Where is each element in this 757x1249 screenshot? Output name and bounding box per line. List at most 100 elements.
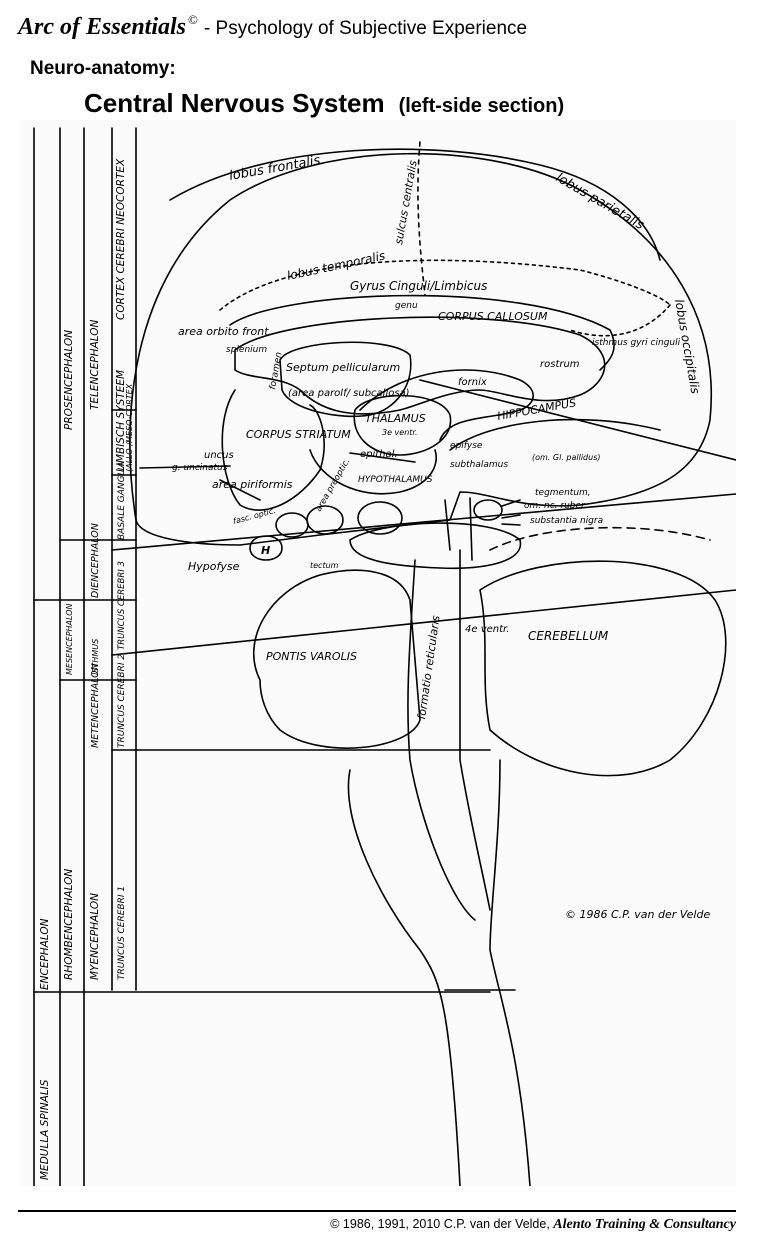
sulcus-line [417, 141, 426, 296]
arrow-nigra [501, 523, 521, 526]
footer-rule [18, 1210, 736, 1212]
diag-line-2 [111, 589, 736, 656]
col-rhombencephalon: RHOMBENCEPHALON [63, 869, 75, 980]
stem-thread-2 [469, 497, 473, 561]
cns-diagram: PROSENCEPHALON TELENCEPHALON CORTEX CERE… [33, 127, 736, 1186]
diag-line-1 [111, 493, 736, 551]
label-fornix: fornix [458, 377, 487, 388]
label-fasc-optic: fasc. optic. [232, 506, 276, 526]
label-area-parolf: (area parolf/ subcallosa) [288, 388, 410, 399]
col-truncus-3: TRUNCUS CEREBRI 3 [117, 561, 127, 650]
label-gyrus: Gyrus Cinguli/Limbicus [350, 279, 487, 293]
fornix-curve [359, 369, 534, 441]
section-label: Neuro-anatomy: [30, 58, 176, 79]
title-note: (left-side section) [398, 95, 565, 117]
col-myencephalon: MYENCEPHALON [89, 893, 101, 980]
stem-left-inner [407, 559, 476, 921]
col-basale: BASALE GANGLIA [117, 462, 127, 540]
label-cerebellum: CEREBELLUM [528, 629, 609, 643]
title-main: Central Nervous System [84, 88, 385, 118]
thalamus-shape [353, 394, 452, 456]
col-truncus-1: TRUNCUS CEREBRI 1 [117, 886, 127, 980]
hypofyse-shape [249, 535, 283, 561]
septum-shape [279, 341, 412, 418]
diagram-background [20, 120, 736, 1186]
striatum-shape [221, 389, 325, 511]
label-nc-ruber: om. nc. ruber. [524, 501, 587, 511]
label-genu: genu [395, 301, 418, 311]
label-uncus: uncus [204, 450, 234, 461]
label-pontis: PONTIS VAROLIS [266, 650, 357, 663]
gyrus-arc [229, 294, 615, 371]
brand-title: Arc of Essentials© - Psychology of Subjec… [18, 12, 528, 41]
occipital-dash [569, 304, 671, 337]
loop-2 [306, 505, 344, 535]
label-thalamus: THALAMUS [365, 412, 426, 425]
label-lobus-temporalis: lobus temporalis [286, 248, 387, 282]
label-tegmentum: tegmentum, [535, 488, 591, 498]
col-telencephalon: TELENCEPHALON [89, 319, 101, 410]
label-rostrum: rostrum [540, 359, 580, 370]
col-diencephalon: DIENCEPHALON [90, 523, 101, 598]
pons-shape [252, 569, 421, 749]
label-splenium: splenium [226, 345, 267, 355]
hypothalamus-curve [309, 449, 437, 495]
col-isthmus: ISTHMUS [91, 639, 100, 675]
hippocampus-curve [449, 418, 661, 451]
col-medulla: MEDULLA SPINALIS [39, 1079, 51, 1180]
col-encephalon: ENCEPHALON [39, 918, 51, 990]
label-area-piriformis: area piriformis [212, 478, 293, 491]
col-allo: (ALLO-/MESO-CORTEX [125, 383, 134, 472]
page-title: Central Nervous System (left-side section… [84, 88, 564, 119]
epithal-pointer [349, 452, 416, 463]
col-metencephalon: METENCEPHALON [90, 663, 101, 748]
label-septum: Septum pellicularum [286, 361, 400, 374]
label-substantia-nigra: substantia nigra [530, 516, 603, 526]
cerebellum-shape [479, 560, 727, 777]
label-hypothalamus: HYPOTHALAMUS [358, 475, 433, 485]
label-epithal: epithal. [360, 449, 398, 460]
label-epifyse: epifyse [450, 441, 483, 451]
label-subthalamus: subthalamus [450, 460, 508, 470]
uncus-pointer [139, 465, 231, 469]
column-labels: PROSENCEPHALON TELENCEPHALON CORTEX CERE… [39, 158, 134, 1180]
uncinatus-pointer [219, 479, 261, 501]
temporal-arc [219, 259, 671, 311]
col-truncus-2: TRUNCUS CEREBRI 2 [117, 654, 127, 748]
medulla-left [347, 769, 461, 1186]
corpus-callosum-shape [234, 316, 606, 415]
brand-name: Arc of Essentials [18, 14, 187, 40]
label-isthmus-gyri: isthmus gyri cinguli [592, 338, 681, 348]
loop-3 [357, 501, 403, 535]
cerebellum-dashed [489, 526, 711, 551]
label-corpus-striatum: CORPUS STRIATUM [246, 428, 351, 441]
footer-text: © 1986, 1991, 2010 C.P. van der Velde, A… [330, 1217, 736, 1233]
arrow-ruber [501, 514, 521, 519]
footer-company: Alento Training & Consultancy [553, 1217, 736, 1232]
frontal-arc [169, 148, 661, 261]
label-h: H [261, 544, 270, 557]
label-tectum: tectum [310, 561, 339, 570]
col-mesencephalon: MESENCEPHALON [65, 603, 74, 675]
label-sulcus: sulcus centralis [392, 159, 420, 245]
brand-subtitle: - Psychology of Subjective Experience [203, 18, 528, 39]
label-formatio: formatio reticularis [415, 614, 443, 720]
col-cortex: CORTEX CEREBRI NEOCORTEX [115, 158, 127, 320]
col-limbisch: LIMBISCH SYSTEEM [115, 370, 127, 472]
label-ventr3: 3e ventr. [382, 428, 418, 437]
footer-copyright: © 1986, 1991, 2010 C.P. van der Velde, [330, 1217, 550, 1231]
medulla-right [489, 759, 531, 1186]
label-area-orbito: area orbito front. [178, 325, 272, 338]
label-lobus-frontalis: lobus frontalis [228, 153, 322, 184]
stem-right-inner [459, 549, 491, 911]
label-lobus-parietalis: lobus parietalis [553, 170, 647, 233]
label-om-gl: (om. Gl. pallidus) [532, 453, 601, 462]
label-area-preoptic: area preoptic. [314, 457, 352, 514]
epifyse-loop [473, 499, 503, 521]
copyright-mark: © [188, 12, 198, 27]
label-signature: © 1986 C.P. van der Velde [565, 908, 710, 921]
cerebrum-outline [129, 152, 712, 546]
label-corpus-callosum: CORPUS CALLOSUM [438, 310, 548, 323]
col-prosencephalon: PROSENCEPHALON [63, 330, 75, 430]
midbrain-shape [349, 522, 522, 570]
